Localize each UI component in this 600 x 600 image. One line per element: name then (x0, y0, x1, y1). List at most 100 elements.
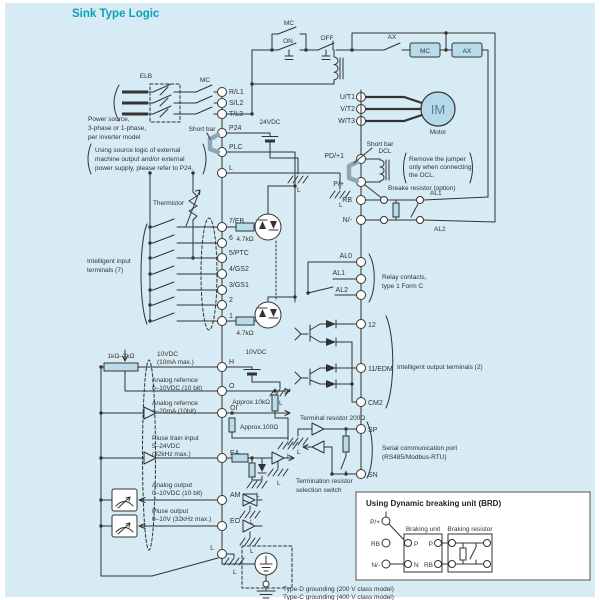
ea-internal: L L (226, 451, 295, 499)
brake-resistor-label: Breake resistor (option) (388, 185, 456, 192)
brd-p-label: P/+ (370, 519, 380, 526)
terminal-12: 12 (368, 322, 376, 329)
brd-p2-label: P (429, 541, 433, 548)
terminal-11edm: 11/EDM (368, 366, 393, 373)
terminal-6: 6 (229, 235, 233, 242)
dcl-note-line3: the DCL. (409, 172, 435, 179)
terminal-al1: AL1 (333, 270, 346, 277)
analog-ref2-line1: Analog refernce (152, 400, 198, 407)
ax-coil (451, 42, 483, 58)
termination-switch-label2: selection switch (296, 487, 342, 494)
power-input: ELB MC Power source, 3-phase or 1-phase,… (87, 73, 253, 175)
ground-l-label: L (233, 569, 237, 576)
ax-contact-label: AX (388, 34, 397, 41)
pot-label: 1kΩ–2kΩ (107, 353, 134, 360)
ground-l-label: L (256, 492, 260, 499)
relay-label-line1: Relay contacts, (382, 274, 427, 281)
intelligent-inputs: Intelligent input terminals (7) Thermist… (87, 171, 297, 337)
pulse-in-line1: Pluse train input (152, 435, 199, 442)
terminal-h: H (229, 359, 234, 366)
terminal-al0: AL0 (340, 253, 353, 260)
terminal-5ptc: 5/PTC (229, 250, 249, 257)
terminal-plc: PLC (229, 144, 243, 151)
serial-port-label2: (RS485/Modbus-RTU) (382, 454, 447, 461)
terminal-v-t2: V/T2 (340, 106, 355, 113)
braking-resistor-label: Braking resistor (447, 526, 493, 533)
terminal-2: 2 (229, 297, 233, 304)
ground-l-label: L (277, 480, 281, 487)
terminal-n: N/- (343, 217, 353, 224)
terminal-l: L (229, 165, 233, 172)
approx-10k-label: Approx.10kΩ (232, 399, 270, 406)
shield-return: L (100, 553, 245, 577)
analog-section: 1kΩ–2kΩ 10VDC (10mA max.) 10VDC L Analog… (99, 349, 299, 577)
serial-port-label1: Serial communication port (382, 445, 457, 452)
power-source-line2: 3-phase or 1-phase, (88, 125, 146, 132)
motor-name: Motor (430, 129, 447, 136)
terminal-r-l1: R/L1 (229, 89, 244, 96)
short-bar-left-label: Short bar (189, 126, 217, 133)
terminal-o: O (229, 383, 235, 390)
brd-inset: Using Dynamic breaking unit (BRD) P/+ RB… (355, 491, 591, 581)
al1-net-label: AL1 (430, 190, 442, 197)
ground-l-label: L (287, 453, 291, 460)
dcl-note-line1: Remove the jumper (409, 156, 467, 163)
analog-ref2-line2: 4–20mA (10bit) (152, 408, 196, 415)
terminal-3gs1: 3/GS1 (229, 282, 249, 289)
intelligent-outputs: Intelligent output terminals (2) (294, 315, 483, 409)
brd-title: Using Dynamic breaking unit (BRD) (366, 499, 501, 508)
pulse-out-line1: Pluse output (152, 508, 188, 515)
terminal-pd1: PD/+1 (324, 153, 344, 160)
ax-coil-label: AX (463, 48, 472, 55)
analog-ref1-line2: 0–10VDC (10 bit) (152, 385, 202, 392)
resistor-47k-label: 4.7kΩ (236, 236, 253, 243)
terminal-resistor-label: Terminal resistor 200Ω (300, 415, 365, 422)
ground-l-label: L (297, 449, 301, 456)
analog-out-line2: 0–10VDC (10 bit) (152, 490, 202, 497)
oi-internal: Approx.100Ω (226, 410, 291, 439)
ground-l-label: L (297, 187, 301, 194)
terminal-u-t1: U/T1 (340, 94, 355, 101)
output-group-label: Intelligent output terminals (2) (397, 364, 483, 371)
ground-l-label: L (339, 202, 343, 209)
terminal-l-bottom: L (210, 545, 214, 552)
terminal-t-l3: T/L3 (229, 111, 243, 118)
thermistor-label: Thermistor (153, 200, 185, 207)
brd-rb2-label: RB (424, 562, 433, 569)
analog-out-line1: Analog output (152, 482, 192, 489)
dcl-section: Short bar DCL Remove the jumper only whe… (346, 141, 473, 184)
h-internal-battery: 10VDC L (226, 349, 291, 407)
short-bar-right-label: Short bar (367, 141, 395, 148)
eo-meter (100, 514, 218, 538)
input-resistor-1: 4.7kΩ (226, 316, 257, 337)
analog-cable-shield (142, 359, 156, 551)
on-button-label: ON (283, 38, 293, 45)
am-internal: L (239, 493, 263, 526)
input-group-label1: Intelligent input (87, 258, 131, 265)
right-terminal-column: PD/+1 P/+ RB N/- AL0 AL1 AL2 12 11/EDM C… (324, 89, 393, 479)
terminal-rb: RB (342, 197, 352, 204)
al2-net-label: AL2 (434, 226, 446, 233)
power-note-line1: Using source logic of external (95, 147, 181, 154)
eo-internal: L (239, 519, 263, 555)
input-group-label2: terminals (7) (87, 267, 123, 274)
terminal-sn: SN (368, 472, 378, 479)
off-button-label: OFF (321, 35, 334, 42)
am-meter (100, 488, 218, 512)
mc-main-label: MC (200, 77, 210, 84)
h-supply-label1: 10VDC (157, 351, 178, 358)
protective-earth: Type-D grounding (200 V class model) Typ… (221, 545, 394, 600)
terminal-7eb: 7/EB (229, 218, 245, 225)
thermistor: Thermistor (153, 171, 201, 260)
terminal-cm2: CM2 (368, 400, 383, 407)
approx-100-label: Approx.100Ω (240, 424, 278, 431)
power-note-line2: machine output and/or external (95, 156, 185, 163)
10vdc-label: 10VDC (246, 349, 267, 356)
pulse-in-line2: 5–24VDC (152, 443, 180, 450)
relay-contacts: Relay contacts, type 1 Form C (306, 253, 427, 303)
resistor-47k-label: 4.7kΩ (236, 330, 253, 337)
terminal-w-t3: W/T3 (338, 118, 355, 125)
braking-unit-label: Braking unit (406, 526, 441, 533)
